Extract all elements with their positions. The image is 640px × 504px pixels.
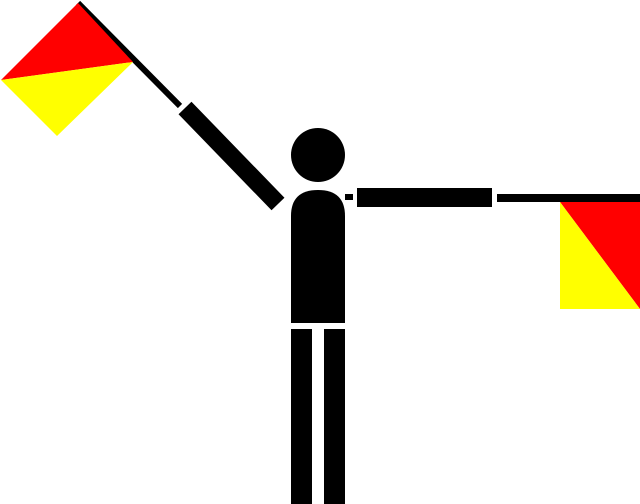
left-flag-yellow-half <box>1 62 133 136</box>
right-leg <box>324 329 345 504</box>
left-flag-staff <box>75 0 183 109</box>
right-arm-segment <box>357 188 492 207</box>
torso <box>291 190 345 323</box>
left-arm <box>75 0 285 211</box>
right-shoulder-link <box>345 194 353 200</box>
left-leg <box>291 329 312 504</box>
left-flag-red-half <box>1 3 133 80</box>
right-flag-yellow-half <box>560 202 640 309</box>
right-flag-staff <box>497 194 640 202</box>
left-flag <box>1 3 133 136</box>
left-arm-segment <box>178 101 285 211</box>
right-arm <box>345 188 640 207</box>
right-flag <box>560 202 640 309</box>
head <box>291 128 345 182</box>
